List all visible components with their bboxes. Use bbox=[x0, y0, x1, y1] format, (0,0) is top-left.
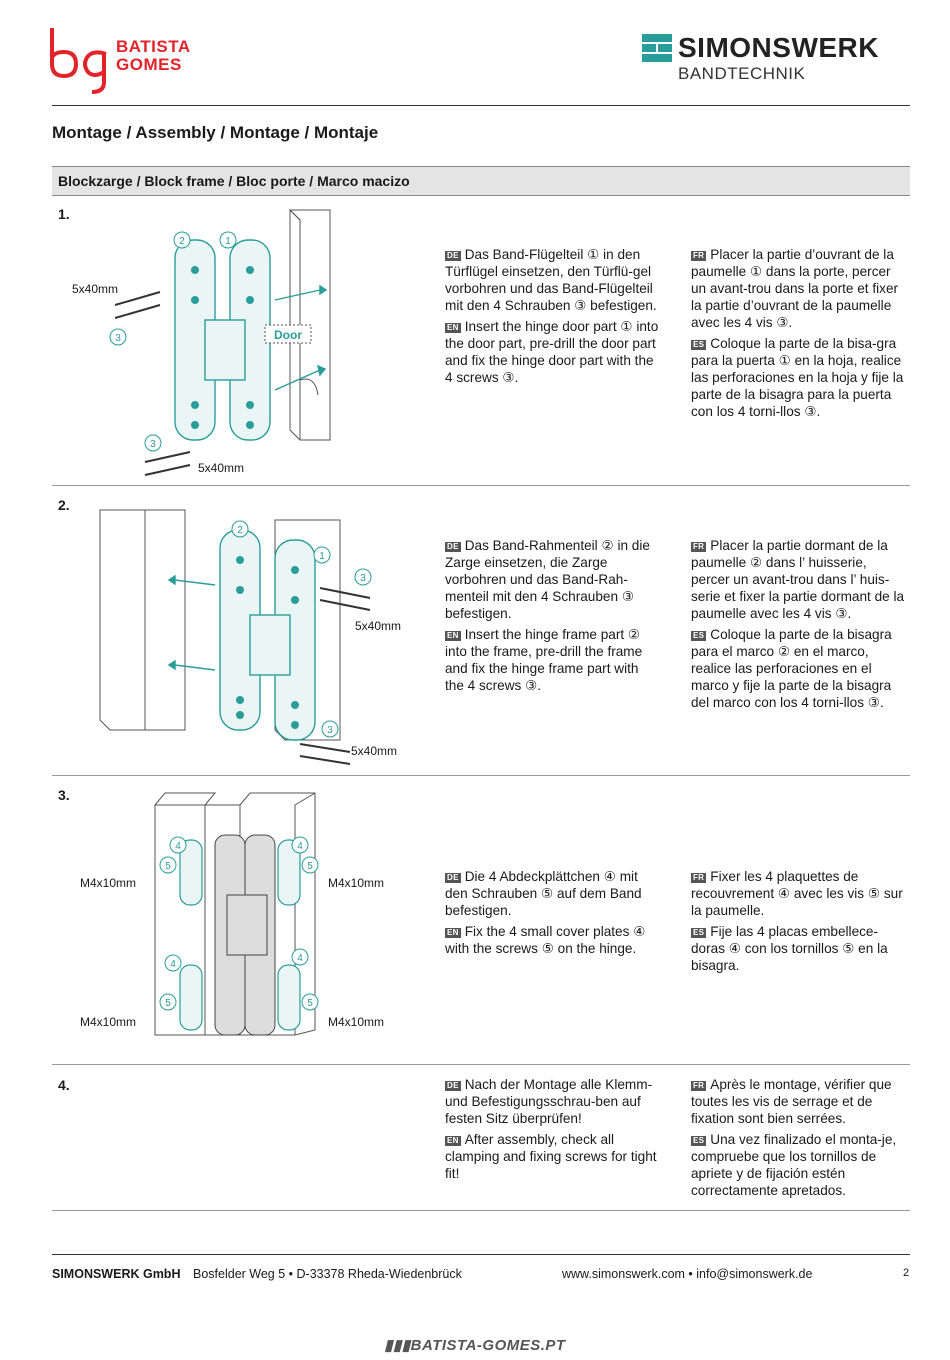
screw-label: M4x10mm bbox=[328, 876, 385, 890]
lang-tag-en: EN bbox=[445, 1136, 461, 1146]
section-bar: Blockzarge / Block frame / Bloc porte / … bbox=[52, 166, 910, 196]
svg-text:5: 5 bbox=[165, 998, 171, 1009]
lang-tag-de: DE bbox=[445, 1081, 461, 1091]
brand-right-name: SIMONSWERK bbox=[678, 32, 879, 63]
door-label: Door bbox=[274, 328, 302, 342]
page-title: Montage / Assembly / Montage / Montaje bbox=[52, 123, 379, 142]
svg-text:3: 3 bbox=[150, 439, 156, 450]
watermark: ▮▮▮BATISTA-GOMES.PT bbox=[384, 1337, 566, 1354]
lang-tag-en: EN bbox=[445, 323, 461, 333]
bg-logo-icon bbox=[50, 28, 107, 94]
screw-label: 5x40mm bbox=[351, 744, 398, 758]
screw-label: M4x10mm bbox=[80, 876, 137, 890]
svg-text:2: 2 bbox=[237, 525, 243, 536]
step-number: 2. bbox=[58, 497, 70, 513]
brand-left-line1: BATISTA bbox=[116, 37, 191, 56]
instruction-fr: Fixer les 4 plaquettes de recouvrement ④… bbox=[691, 869, 903, 918]
svg-text:4: 4 bbox=[297, 841, 303, 852]
step-divider bbox=[52, 775, 910, 776]
instruction-es: Coloque la parte de la bisagra para el m… bbox=[691, 627, 892, 710]
svg-text:5: 5 bbox=[307, 861, 313, 872]
lang-tag-fr: FR bbox=[691, 873, 707, 883]
lang-tag-es: ES bbox=[691, 1136, 707, 1146]
lang-tag-de: DE bbox=[445, 542, 461, 552]
screw-label: 5x40mm bbox=[355, 619, 402, 633]
footer-rule bbox=[52, 1254, 910, 1255]
lang-tag-es: ES bbox=[691, 631, 707, 641]
instruction-es: Fije las 4 placas embellece-doras ④ con … bbox=[691, 924, 888, 973]
instruction-de: Das Band-Rahmenteil ② in die Zarge einse… bbox=[445, 538, 650, 621]
svg-text:1: 1 bbox=[225, 236, 231, 247]
lang-tag-fr: FR bbox=[691, 251, 707, 261]
lang-tag-es: ES bbox=[691, 928, 707, 938]
instruction-de: Das Band-Flügelteil ① in den Türflügel e… bbox=[445, 247, 657, 313]
screw-label: 5x40mm bbox=[72, 282, 119, 296]
lang-tag-en: EN bbox=[445, 928, 461, 938]
instruction-fr: Placer la partie dormant de la paumelle … bbox=[691, 538, 905, 621]
screw-label: M4x10mm bbox=[328, 1015, 385, 1029]
lang-tag-fr: FR bbox=[691, 542, 707, 552]
svg-text:5: 5 bbox=[307, 998, 313, 1009]
instruction-es: Coloque la parte de la bisa-gra para la … bbox=[691, 336, 904, 419]
step-divider bbox=[52, 485, 910, 486]
svg-text:3: 3 bbox=[360, 573, 366, 584]
footer-company: SIMONSWERK GmbH bbox=[52, 1267, 181, 1281]
instruction-fr: Après le montage, vérifier que toutes le… bbox=[691, 1077, 892, 1126]
instruction-en: Fix the 4 small cover plates ④ with the … bbox=[445, 924, 646, 956]
simonswerk-mark-icon bbox=[642, 34, 672, 62]
brand-left-line2: GOMES bbox=[116, 55, 182, 74]
header-rule bbox=[52, 105, 910, 106]
svg-text:4: 4 bbox=[175, 841, 181, 852]
step-divider bbox=[52, 1064, 910, 1065]
footer-contact: www.simonswerk.com • info@simonswerk.de bbox=[562, 1267, 813, 1281]
step-divider bbox=[52, 1210, 910, 1211]
page-number: 2 bbox=[903, 1267, 910, 1279]
footer-address: Bosfelder Weg 5 • D-33378 Rheda-Wiedenbr… bbox=[193, 1267, 462, 1281]
instruction-en: After assembly, check all clamping and f… bbox=[445, 1132, 657, 1181]
svg-text:3: 3 bbox=[327, 725, 333, 736]
instruction-de: Nach der Montage alle Klemm- und Befesti… bbox=[445, 1077, 653, 1126]
lang-tag-de: DE bbox=[445, 251, 461, 261]
svg-text:4: 4 bbox=[170, 959, 176, 970]
lang-tag-en: EN bbox=[445, 631, 461, 641]
instruction-en: Insert the hinge frame part ② into the f… bbox=[445, 627, 643, 693]
instruction-de: Die 4 Abdeckplättchen ④ mit den Schraube… bbox=[445, 869, 642, 918]
lang-tag-es: ES bbox=[691, 340, 707, 350]
step-number: 3. bbox=[58, 787, 70, 803]
batista-gomes-logo: BATISTA GOMES bbox=[44, 24, 214, 96]
screw-label: 5x40mm bbox=[198, 461, 245, 475]
screw-label: M4x10mm bbox=[80, 1015, 137, 1029]
instruction-fr: Placer la partie d’ouvrant de la paumell… bbox=[691, 247, 899, 330]
lang-tag-de: DE bbox=[445, 873, 461, 883]
svg-text:4: 4 bbox=[297, 953, 303, 964]
svg-text:1: 1 bbox=[319, 551, 325, 562]
step2-illustration: 2 1 3 3 bbox=[99, 509, 372, 765]
simonswerk-logo: SIMONSWERK BANDTECHNIK bbox=[642, 32, 912, 88]
svg-text:2: 2 bbox=[179, 236, 185, 247]
step3-illustration: 45 45 45 45 bbox=[154, 792, 319, 1036]
step-number: 1. bbox=[58, 206, 70, 222]
lang-tag-fr: FR bbox=[691, 1081, 707, 1091]
instruction-en: Insert the hinge door part ① into the do… bbox=[445, 319, 659, 385]
section-title: Blockzarge / Block frame / Bloc porte / … bbox=[58, 173, 410, 189]
instruction-es: Una vez finalizado el monta-je, comprueb… bbox=[691, 1132, 897, 1198]
step1-illustration: 2 1 3 3 Door bbox=[109, 209, 331, 476]
step-number: 4. bbox=[58, 1077, 70, 1093]
svg-text:3: 3 bbox=[115, 333, 121, 344]
svg-text:5: 5 bbox=[165, 861, 171, 872]
brand-right-sub: BANDTECHNIK bbox=[678, 64, 806, 83]
